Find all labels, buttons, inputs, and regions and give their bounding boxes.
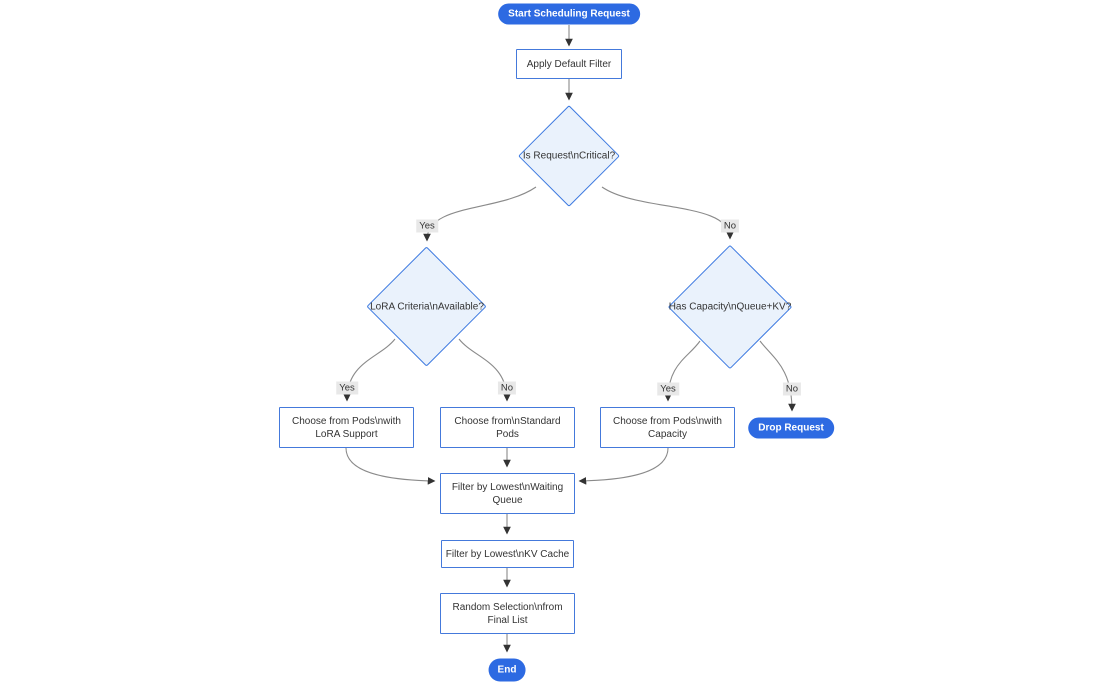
node-drop-request-label: Drop Request	[758, 422, 824, 434]
node-end-label: End	[497, 664, 517, 676]
node-start: Start Scheduling Request	[498, 3, 640, 25]
edge-label-capacity-yes: Yes	[657, 382, 679, 396]
node-choose-lora-pods-line1: Choose from Pods\nwith	[292, 415, 401, 427]
edge-choose-capacity-to-filter-queue	[578, 447, 669, 485]
decision-has-capacity-label: Has Capacity\nQueue+KV?	[668, 301, 792, 313]
node-choose-standard-pods: Choose from\nStandard Pods	[440, 407, 575, 448]
decision-lora-criteria-label: LoRA Criteria\nAvailable?	[370, 301, 484, 313]
node-choose-capacity-pods: Choose from Pods\nwith Capacity	[600, 407, 735, 448]
edge-label-lora-yes: Yes	[336, 381, 358, 395]
node-apply-default-filter: Apply Default Filter	[516, 49, 622, 79]
node-choose-standard-pods-line1: Choose from\nStandard	[454, 415, 561, 427]
edge-is-critical-yes-to-lora	[423, 186, 537, 242]
node-filter-waiting-queue: Filter by Lowest\nWaiting Queue	[440, 473, 575, 514]
node-apply-default-filter-label: Apply Default Filter	[526, 58, 612, 70]
edge-is-critical-no-to-capacity	[601, 186, 734, 240]
node-choose-lora-pods-line2: LoRA Support	[315, 428, 378, 440]
node-drop-request: Drop Request	[748, 417, 834, 439]
decision-is-critical-label: Is Request\nCritical?	[522, 150, 616, 162]
node-end: End	[488, 658, 526, 682]
node-random-selection: Random Selection\nfrom Final List	[440, 593, 575, 634]
edge-label-lora-no: No	[497, 381, 517, 395]
edge-capacity-no-to-drop	[759, 340, 796, 412]
node-choose-standard-pods-line2: Pods	[496, 428, 519, 440]
node-choose-capacity-pods-line1: Choose from Pods\nwith	[613, 415, 722, 427]
edge-label-critical-yes: Yes	[416, 219, 438, 233]
node-start-label: Start Scheduling Request	[508, 8, 630, 20]
node-filter-kv-cache: Filter by Lowest\nKV Cache	[441, 540, 574, 568]
node-choose-lora-pods: Choose from Pods\nwith LoRA Support	[279, 407, 414, 448]
node-random-selection-line2: Final List	[487, 614, 528, 626]
node-choose-capacity-pods-line2: Capacity	[648, 428, 687, 440]
node-filter-waiting-queue-line2: Queue	[492, 494, 523, 506]
node-random-selection-line1: Random Selection\nfrom	[452, 601, 563, 613]
edge-label-capacity-no: No	[782, 382, 802, 396]
node-filter-waiting-queue-line1: Filter by Lowest\nWaiting	[451, 481, 564, 493]
node-filter-kv-cache-label: Filter by Lowest\nKV Cache	[445, 548, 570, 560]
edge-choose-lora-to-filter-queue	[345, 447, 436, 485]
edge-label-critical-no: No	[720, 219, 740, 233]
